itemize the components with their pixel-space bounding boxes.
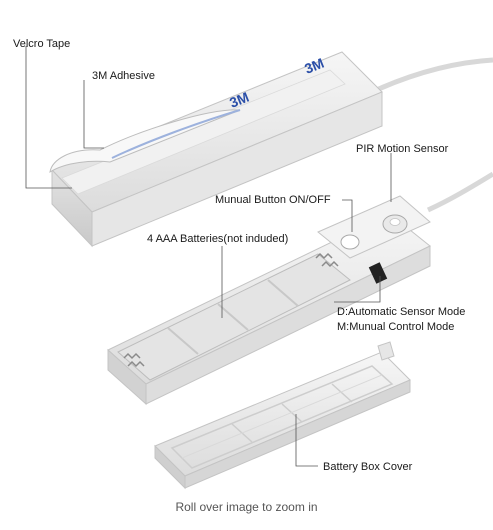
unit-cable bbox=[426, 171, 493, 213]
leader-adhesive bbox=[83, 80, 104, 149]
top-cable bbox=[370, 57, 493, 95]
label-3m-adhesive: 3M Adhesive bbox=[92, 70, 155, 82]
leader-switch bbox=[334, 276, 381, 303]
zoom-hint: Roll over image to zoom in bbox=[175, 500, 318, 514]
battery-cover bbox=[154, 341, 411, 490]
manual-button bbox=[340, 234, 360, 250]
product-illustration: 3M 3M 3M bbox=[25, 46, 493, 490]
label-mode-manual: M:Munual Control Mode bbox=[337, 321, 455, 333]
leader-button bbox=[342, 199, 353, 232]
logo-3m-2: 3M bbox=[227, 89, 251, 111]
label-manual-button: Munual Button ON/OFF bbox=[215, 194, 331, 206]
battery-unit bbox=[107, 171, 493, 406]
leader-lines bbox=[25, 46, 392, 467]
label-battery-box-cover: Battery Box Cover bbox=[323, 461, 413, 473]
label-mode-automatic: D:Automatic Sensor Mode bbox=[337, 306, 466, 318]
leader-cover bbox=[295, 414, 318, 467]
label-velcro-tape: Velcro Tape bbox=[13, 38, 71, 50]
label-pir-motion-sensor: PIR Motion Sensor bbox=[356, 143, 449, 155]
logo-3m-1: 3M bbox=[302, 55, 326, 77]
mounted-strip: 3M 3M 3M bbox=[49, 51, 493, 248]
mode-switch bbox=[368, 262, 388, 284]
label-batteries: 4 AAA Batteries(not induded) bbox=[147, 233, 289, 245]
leader-velcro bbox=[25, 46, 72, 189]
